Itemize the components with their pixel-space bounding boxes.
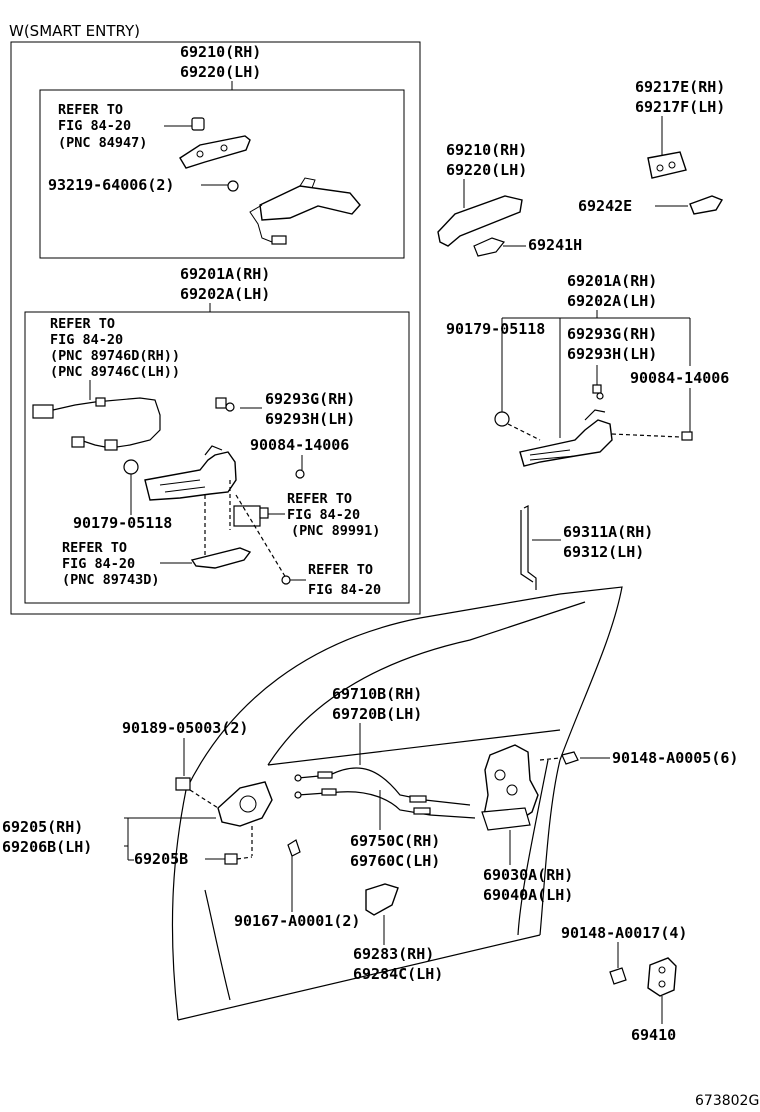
label-90084-14006[interactable]: 90084-14006 xyxy=(250,436,349,454)
label-69201a-rh-right[interactable]: 69201A(RH) xyxy=(567,272,657,290)
wire-harness-part xyxy=(32,397,161,451)
label-69210-rh-right[interactable]: 69210(RH) xyxy=(446,141,527,159)
ref3-line3: (PNC 89991) xyxy=(291,523,380,539)
label-69205-rh[interactable]: 69205(RH) xyxy=(2,818,83,836)
cover-69283-part xyxy=(365,883,399,916)
label-69202a-lh-right[interactable]: 69202A(LH) xyxy=(567,292,657,310)
door-latch-part xyxy=(481,744,539,831)
label-69206b-lh[interactable]: 69206B(LH) xyxy=(2,838,92,856)
ref5-line2: FIG 84-20 xyxy=(308,582,381,598)
label-90148-a0005[interactable]: 90148-A0005(6) xyxy=(612,749,738,767)
ref2-line1: REFER TO xyxy=(50,316,115,332)
bezel-69205b-part xyxy=(224,853,253,865)
label-90084-14006-right[interactable]: 90084-14006 xyxy=(630,369,729,387)
diagram-code: 673802G xyxy=(695,1093,759,1109)
lock-assembly-right-part xyxy=(494,384,693,467)
label-69710b-rh[interactable]: 69710B(RH) xyxy=(332,685,422,703)
label-69217e-rh[interactable]: 69217E(RH) xyxy=(635,78,725,96)
ref2-line2: FIG 84-20 xyxy=(50,332,123,348)
label-69293g-rh[interactable]: 69293G(RH) xyxy=(265,390,355,408)
label-69242e[interactable]: 69242E xyxy=(578,197,632,215)
ref4-line2: FIG 84-20 xyxy=(62,556,135,572)
ref2-line3: (PNC 89746D(RH)) xyxy=(50,348,180,364)
label-69030a-rh[interactable]: 69030A(RH) xyxy=(483,866,573,884)
label-69241h[interactable]: 69241H xyxy=(528,236,582,254)
ref1-line1: REFER TO xyxy=(58,102,123,118)
pad-69242e-part xyxy=(689,195,724,215)
label-69210-rh[interactable]: 69210(RH) xyxy=(180,43,261,61)
label-90167-a0001[interactable]: 90167-A0001(2) xyxy=(234,912,360,930)
lock-switch-part xyxy=(233,505,269,527)
label-69312-lh[interactable]: 69312(LH) xyxy=(563,543,644,561)
ref5-line1: REFER TO xyxy=(308,562,373,578)
label-69205b[interactable]: 69205B xyxy=(134,850,188,868)
label-69220-lh-right[interactable]: 69220(LH) xyxy=(446,161,527,179)
cable-assembly-part xyxy=(294,767,476,819)
label-69202a-lh[interactable]: 69202A(LH) xyxy=(180,285,270,303)
label-69217f-lh[interactable]: 69217F(LH) xyxy=(635,98,725,116)
ref3-line2: FIG 84-20 xyxy=(287,507,360,523)
label-69293g-rh-right[interactable]: 69293G(RH) xyxy=(567,325,657,343)
screw-90167-part xyxy=(287,839,301,857)
label-69760c-lh[interactable]: 69760C(LH) xyxy=(350,852,440,870)
label-69040a-lh[interactable]: 69040A(LH) xyxy=(483,886,573,904)
lock-subframe xyxy=(24,311,410,604)
ref4-line3: (PNC 89743D) xyxy=(62,572,160,588)
door-outline xyxy=(171,586,623,1021)
label-69284c-lh[interactable]: 69284C(LH) xyxy=(353,965,443,983)
striker-part xyxy=(609,957,677,997)
label-69220-lh[interactable]: 69220(LH) xyxy=(180,63,261,81)
handle-subframe xyxy=(39,89,405,259)
link-rod-part xyxy=(520,505,537,590)
section-title: W(SMART ENTRY) xyxy=(9,22,140,40)
label-69311a-rh[interactable]: 69311A(RH) xyxy=(563,523,653,541)
label-69750c-rh[interactable]: 69750C(RH) xyxy=(350,832,440,850)
label-69293h-lh-right[interactable]: 69293H(LH) xyxy=(567,345,657,363)
ref1-line2: FIG 84-20 xyxy=(58,118,131,134)
label-69201a-rh[interactable]: 69201A(RH) xyxy=(180,265,270,283)
label-93219-64006[interactable]: 93219-64006(2) xyxy=(48,176,174,194)
clip-90189-part xyxy=(175,777,191,791)
smart-entry-frame xyxy=(10,41,421,615)
label-90179-05118-right[interactable]: 90179-05118 xyxy=(446,320,545,338)
door-lock-assembly-part xyxy=(123,397,305,501)
label-69720b-lh[interactable]: 69720B(LH) xyxy=(332,705,422,723)
label-69410[interactable]: 69410 xyxy=(631,1026,676,1044)
lock-cable-part xyxy=(190,547,252,569)
label-69283-rh[interactable]: 69283(RH) xyxy=(353,945,434,963)
label-90148-a0017[interactable]: 90148-A0017(4) xyxy=(561,924,687,942)
ref4-line1: REFER TO xyxy=(62,540,127,556)
label-69293h-lh[interactable]: 69293H(LH) xyxy=(265,410,355,428)
handle-cover-part xyxy=(647,151,687,179)
outer-handle-part xyxy=(437,195,523,257)
smart-handle-grip-part xyxy=(249,177,361,245)
ref2-line4: (PNC 89746C(LH)) xyxy=(50,364,180,380)
ref3-line1: REFER TO xyxy=(287,491,352,507)
smart-handle-antenna-part xyxy=(179,117,251,192)
inner-handle-part xyxy=(189,781,273,856)
screw-90148-a0005-part xyxy=(539,751,579,765)
ref1-line3: (PNC 84947) xyxy=(58,135,147,151)
label-90189-05003[interactable]: 90189-05003(2) xyxy=(122,719,248,737)
label-90179-05118[interactable]: 90179-05118 xyxy=(73,514,172,532)
